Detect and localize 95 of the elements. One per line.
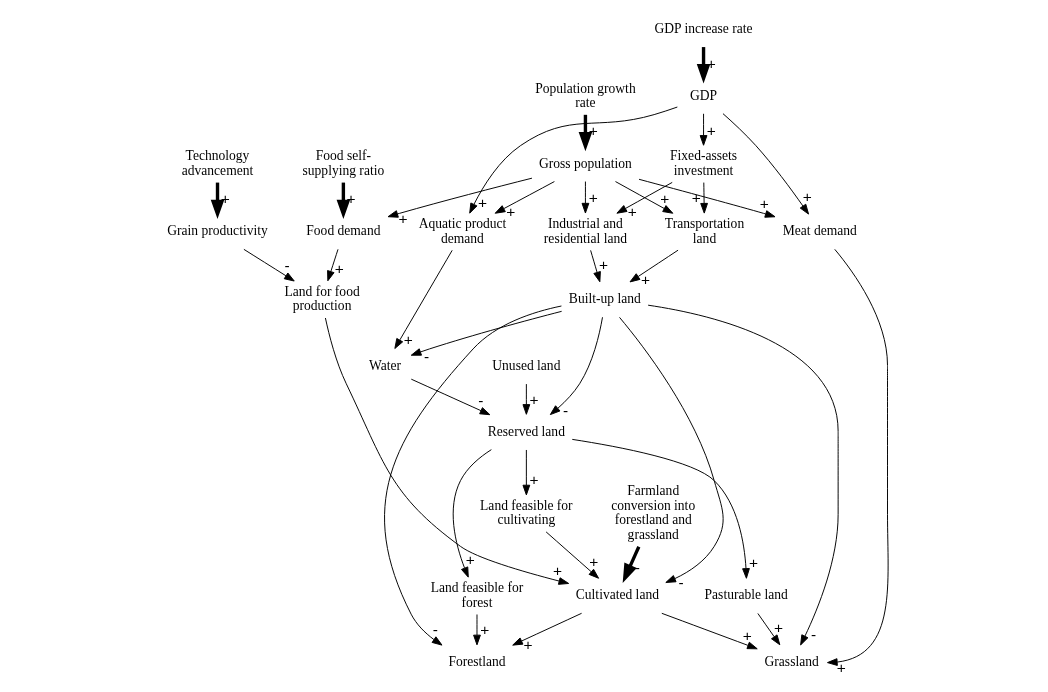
node-text: Food self-supplying ratio xyxy=(302,148,384,178)
edge-label: + xyxy=(588,553,598,571)
edge-label: + xyxy=(748,554,758,572)
arrow xyxy=(324,317,569,585)
arrow xyxy=(696,47,710,84)
arrow xyxy=(468,106,678,214)
arrow xyxy=(618,316,724,583)
arrow xyxy=(647,304,839,646)
arrow xyxy=(699,182,708,214)
arrow xyxy=(393,249,453,349)
edge-label: + xyxy=(640,270,650,288)
edge-label: + xyxy=(220,190,230,208)
arrow xyxy=(571,438,750,579)
arrow xyxy=(660,612,758,650)
arrow xyxy=(581,181,589,214)
node-text: Land feasible for forest xyxy=(430,580,523,610)
edge-label: - xyxy=(810,626,816,643)
edge-label: - xyxy=(477,391,483,409)
node-text: Land feasible for cultivating xyxy=(479,497,573,528)
node-text: Population growth rate xyxy=(534,80,636,111)
edge-label: - xyxy=(634,558,640,576)
arrow xyxy=(336,182,350,220)
arrow xyxy=(410,310,562,356)
arrow xyxy=(722,113,809,215)
node-text: Grassland xyxy=(764,654,819,670)
edge-label: + xyxy=(334,260,344,278)
node-text: Unused land xyxy=(491,357,560,373)
arrow xyxy=(472,614,481,646)
edge-label: + xyxy=(523,636,533,654)
arrow xyxy=(638,178,775,218)
arrow xyxy=(699,113,707,146)
arrow xyxy=(756,613,780,646)
node-text: Technology advancement xyxy=(181,148,253,178)
arrow xyxy=(629,249,679,283)
node-text: Forestland xyxy=(447,654,506,670)
arrow xyxy=(210,182,224,220)
edge-label: + xyxy=(479,621,489,639)
edge-label: + xyxy=(588,122,598,140)
edge-label: - xyxy=(678,573,684,591)
edge-label: + xyxy=(403,330,413,348)
edge-label: - xyxy=(283,257,290,274)
node-text: GDP xyxy=(689,87,717,103)
edge-label: + xyxy=(706,121,716,139)
arrow xyxy=(589,249,601,283)
edge-label: + xyxy=(802,188,812,206)
node-text: Water xyxy=(368,357,401,373)
edge-label: + xyxy=(398,210,408,228)
arrow xyxy=(511,612,582,646)
arrow xyxy=(410,378,490,416)
edge-label: + xyxy=(588,189,598,207)
node-text: Farmland conversion into forestland and grassland xyxy=(610,483,695,542)
edge-label: + xyxy=(529,390,539,408)
edge-label: + xyxy=(552,562,562,580)
edge-label: - xyxy=(432,620,438,638)
node-text: Land for food production xyxy=(283,283,360,314)
arrow xyxy=(622,546,640,583)
node-text: Grain productivity xyxy=(166,223,268,239)
edge-label: + xyxy=(465,551,475,569)
edge-label: - xyxy=(562,401,568,419)
edge-label: + xyxy=(836,659,846,677)
node-text: Cultivated land xyxy=(575,587,659,603)
edge-label: + xyxy=(773,619,783,636)
node-text: Industrial and residential land xyxy=(543,216,627,246)
node-text: Fixed-assets investment xyxy=(669,148,737,178)
edge-label: + xyxy=(477,194,487,212)
arrow xyxy=(494,181,555,214)
edge-label: + xyxy=(598,256,608,274)
node-text: Aquatic product demand xyxy=(418,216,506,246)
node-text: GDP increase rate xyxy=(654,20,753,36)
node-text: Meat demand xyxy=(782,223,857,239)
arrow xyxy=(242,248,295,282)
arrow xyxy=(387,177,532,218)
node-text: Food demand xyxy=(305,223,380,239)
arrow xyxy=(545,531,599,579)
arrow xyxy=(326,248,338,282)
node-text: Built-up land xyxy=(568,291,641,307)
edge-label: + xyxy=(346,190,356,208)
arrow xyxy=(452,449,492,578)
node-text: Gross population xyxy=(538,155,632,171)
arrow xyxy=(578,114,592,152)
arrow xyxy=(549,316,603,416)
arrow xyxy=(826,248,889,666)
edge-label: - xyxy=(423,347,429,365)
arrow xyxy=(383,305,562,646)
edge-label: + xyxy=(659,189,669,207)
node-text: Reserved land xyxy=(487,423,565,439)
edge-label: + xyxy=(529,471,539,489)
edge-label: + xyxy=(759,195,769,213)
arrow xyxy=(522,383,530,415)
node-text: Pasturable land xyxy=(704,587,788,603)
edge-label: + xyxy=(742,626,752,644)
node-text: Transportation land xyxy=(664,216,744,246)
arrow xyxy=(522,449,530,496)
edge-label: + xyxy=(505,203,515,221)
edge-label: + xyxy=(627,203,637,221)
